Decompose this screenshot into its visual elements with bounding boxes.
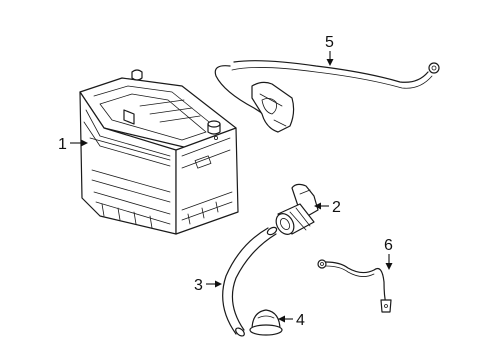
callout-label-6: 6: [384, 237, 393, 254]
callout-4: 4: [278, 312, 305, 329]
battery-cable-5: [214, 60, 440, 133]
callout-2: 2: [314, 199, 341, 216]
callout-3: 3: [194, 277, 222, 294]
vent-hose-3: [222, 226, 278, 337]
vent-elbow-2: [275, 183, 319, 235]
callout-label-1: 1: [58, 136, 67, 153]
callout-6: 6: [384, 237, 393, 270]
battery: [79, 69, 239, 235]
callout-label-3: 3: [194, 277, 203, 294]
grommet-4: [249, 309, 283, 336]
callout-label-4: 4: [296, 312, 305, 329]
callout-label-5: 5: [325, 34, 334, 51]
callout-1: 1: [58, 136, 88, 153]
callout-5: 5: [325, 34, 334, 66]
ground-strap-6: [317, 259, 392, 313]
callout-label-2: 2: [332, 199, 341, 216]
